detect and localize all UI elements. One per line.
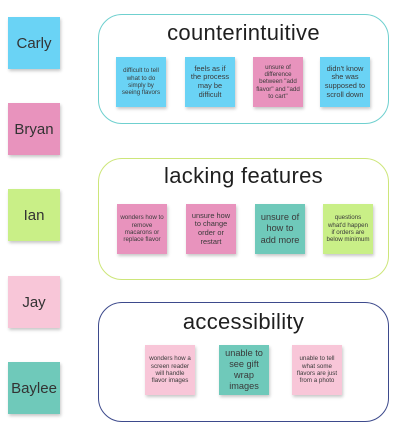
insight-note[interactable]: questions what'd happen if orders are be… [323,204,373,254]
insight-note[interactable]: unable to see gift wrap images [219,345,269,395]
person-name: Ian [23,206,45,224]
group-title: accessibility [182,309,305,334]
insight-note[interactable]: unsure how to change order or restart [186,204,236,254]
insight-note[interactable]: wonders how a screen reader will handle … [145,345,195,395]
group-title: counterintuitive [167,20,320,45]
person-note-baylee[interactable]: Baylee [8,362,60,414]
insight-note[interactable]: feels as if the process may be difficult [185,57,235,107]
group-accessibility[interactable]: accessibility [98,302,389,422]
insight-note[interactable]: unable to tell what some flavors are jus… [292,345,342,395]
insight-note[interactable]: unsure of how to add more [255,204,305,254]
person-note-bryan[interactable]: Bryan [8,103,60,155]
person-note-carly[interactable]: Carly [8,17,60,69]
insight-note[interactable]: difficult to tell what to do simply by s… [116,57,166,107]
person-name: Carly [16,34,52,52]
person-note-jay[interactable]: Jay [8,276,60,328]
person-note-ian[interactable]: Ian [8,189,60,241]
group-title: lacking features [164,163,323,188]
person-name: Jay [22,293,46,311]
insight-note[interactable]: wonders how to remove macarons or replac… [117,204,167,254]
insight-note[interactable]: didn't know she was supposed to scroll d… [320,57,370,107]
person-name: Baylee [11,379,57,397]
group-lacking-features[interactable]: lacking features [98,158,389,280]
insight-note[interactable]: unsure of difference between "add flavor… [253,57,303,107]
person-name: Bryan [14,120,54,138]
group-counterintuitive[interactable]: counterintuitive [98,14,389,124]
